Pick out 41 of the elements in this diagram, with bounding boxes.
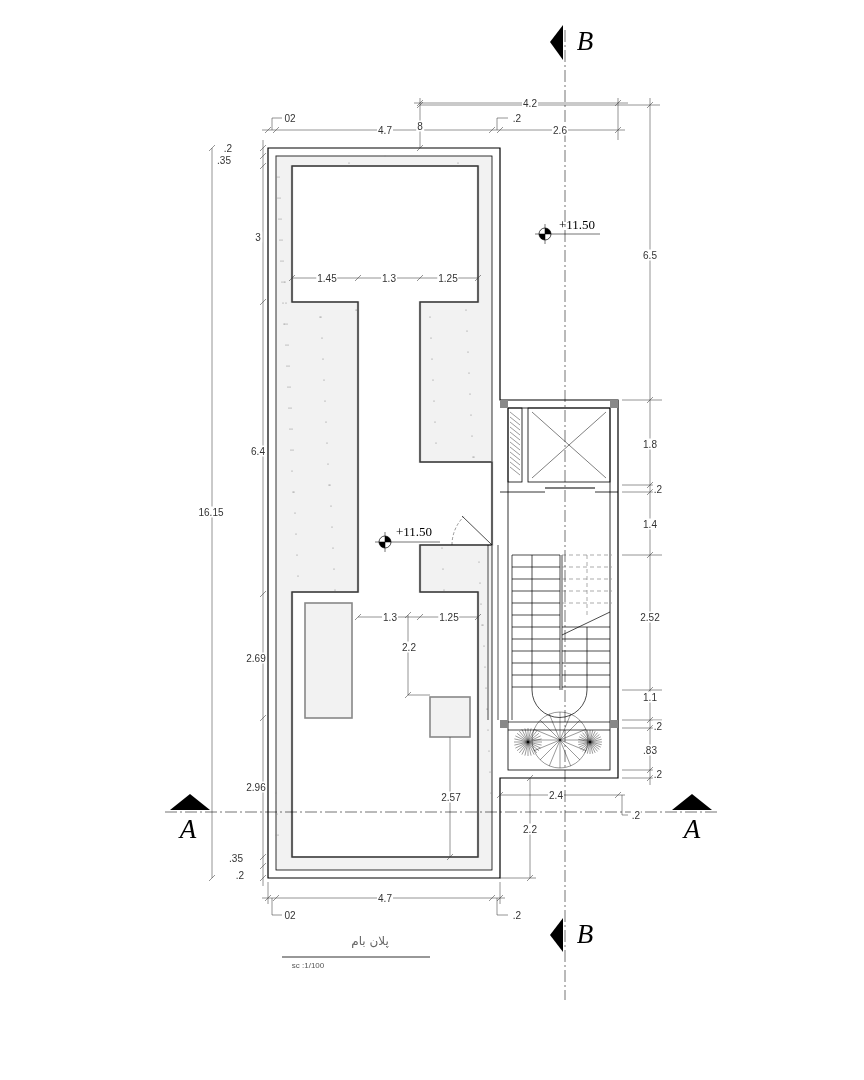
dimension-label: .35	[228, 852, 244, 864]
dimension-label: 02	[283, 909, 297, 921]
level-label: +11.50	[557, 218, 597, 233]
dimension-label: 2.69	[245, 652, 267, 664]
dimension-label: .35	[216, 154, 232, 166]
dimension-label: 1.25	[438, 611, 460, 623]
dimension-label: .2	[511, 909, 523, 921]
plan-title: پلان بام	[350, 935, 390, 949]
dimension-label: 1.8	[642, 438, 658, 450]
dimension-label: .2	[652, 720, 664, 732]
dimension-label: 4.7	[377, 892, 393, 904]
dimension-label: 02	[283, 112, 297, 124]
dimension-label: 6.4	[250, 445, 266, 457]
dimension-label: 4.2	[522, 97, 538, 109]
dimension-label: 2.57	[440, 791, 462, 803]
dimension-label: 8	[416, 120, 424, 132]
dimension-label: 1.1	[642, 691, 658, 703]
dimension-label: 4.7	[377, 124, 393, 136]
dimension-label: 16.15	[197, 506, 225, 518]
dimension-label: 1.45	[316, 272, 338, 284]
dimension-label: 1.25	[437, 272, 459, 284]
scale-note: sc :1/100	[290, 961, 326, 971]
dimension-label: 2.2	[401, 641, 417, 653]
dimension-label: 1.4	[642, 518, 658, 530]
dimension-label: 2.4	[548, 789, 564, 801]
dimension-label: .83	[642, 744, 658, 756]
dimension-label: 1.3	[381, 272, 397, 284]
dimension-label: .2	[652, 768, 664, 780]
dimension-label: .2	[234, 869, 246, 881]
dimension-label: .2	[652, 483, 664, 495]
dimension-label: 2.6	[552, 124, 568, 136]
dimension-label: 2.96	[245, 781, 267, 793]
dimension-label: 2.52	[639, 611, 661, 623]
dimension-label: .2	[511, 112, 523, 124]
dimension-label: .2	[630, 809, 642, 821]
level-label: +11.50	[394, 525, 434, 540]
dimension-label: 3	[254, 231, 262, 243]
dimension-label: 1.3	[382, 611, 398, 623]
dimension-label: 6.5	[642, 249, 658, 261]
dimension-label: .2	[222, 142, 234, 154]
dimension-label: 2.2	[522, 823, 538, 835]
